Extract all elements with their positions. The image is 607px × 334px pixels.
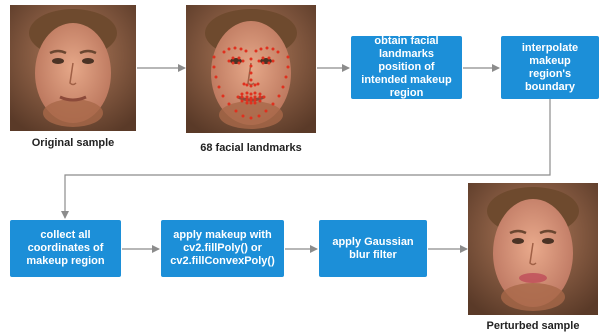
- step-apply-makeup: apply makeup with cv2.fillPoly() or cv2.…: [161, 220, 284, 277]
- landmark-points: [212, 46, 290, 120]
- caption-original-sample: Original sample: [31, 137, 115, 149]
- original-sample-image: [10, 5, 136, 131]
- arrow-step2-to-step3: [61, 99, 551, 219]
- caption-68-facial-landmarks: 68 facial landmarks: [200, 142, 302, 154]
- step-collect-coordinates: collect all coordinates of makeup region: [10, 220, 121, 277]
- caption-perturbed-sample: Perturbed sample: [486, 320, 580, 332]
- step-obtain-landmarks: obtain facial landmarks position of inte…: [351, 35, 462, 99]
- landmarks-image: [186, 5, 316, 133]
- perturbed-sample-image: [468, 183, 598, 315]
- step-interpolate-boundary: interpolate makeup region's boundary: [501, 36, 599, 99]
- step-gaussian-blur: apply Gaussian blur filter: [319, 220, 427, 277]
